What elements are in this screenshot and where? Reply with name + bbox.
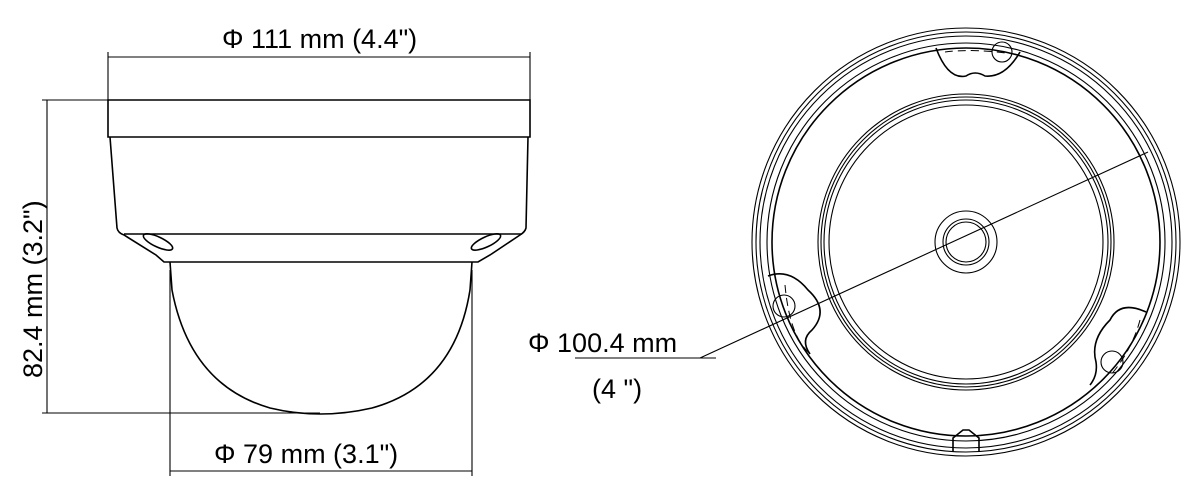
height-label: 82.4 mm (3.2"): [18, 200, 48, 378]
right-mount-lug: [1089, 306, 1147, 386]
height-dimension: 82.4 mm (3.2"): [18, 99, 320, 414]
left-mount-lug: [767, 273, 821, 355]
dome-width-label: Φ 79 mm (3.1"): [214, 439, 398, 469]
bottom-diameter-inch-label: (4 "): [592, 374, 642, 404]
top-width-label: Φ 111 mm (4.4"): [222, 24, 417, 54]
camera-side-view: [107, 99, 531, 415]
camera-bottom-view: [751, 27, 1181, 457]
top-width-dimension: Φ 111 mm (4.4"): [107, 24, 531, 100]
bottom-notch: [952, 429, 980, 452]
bottom-diameter-dimension: Φ 100.4 mm (4 "): [528, 151, 1149, 404]
bottom-diameter-label: Φ 100.4 mm: [528, 328, 677, 358]
dome-width-dimension: Φ 79 mm (3.1"): [169, 270, 473, 476]
top-mount-lug: [935, 47, 1021, 78]
